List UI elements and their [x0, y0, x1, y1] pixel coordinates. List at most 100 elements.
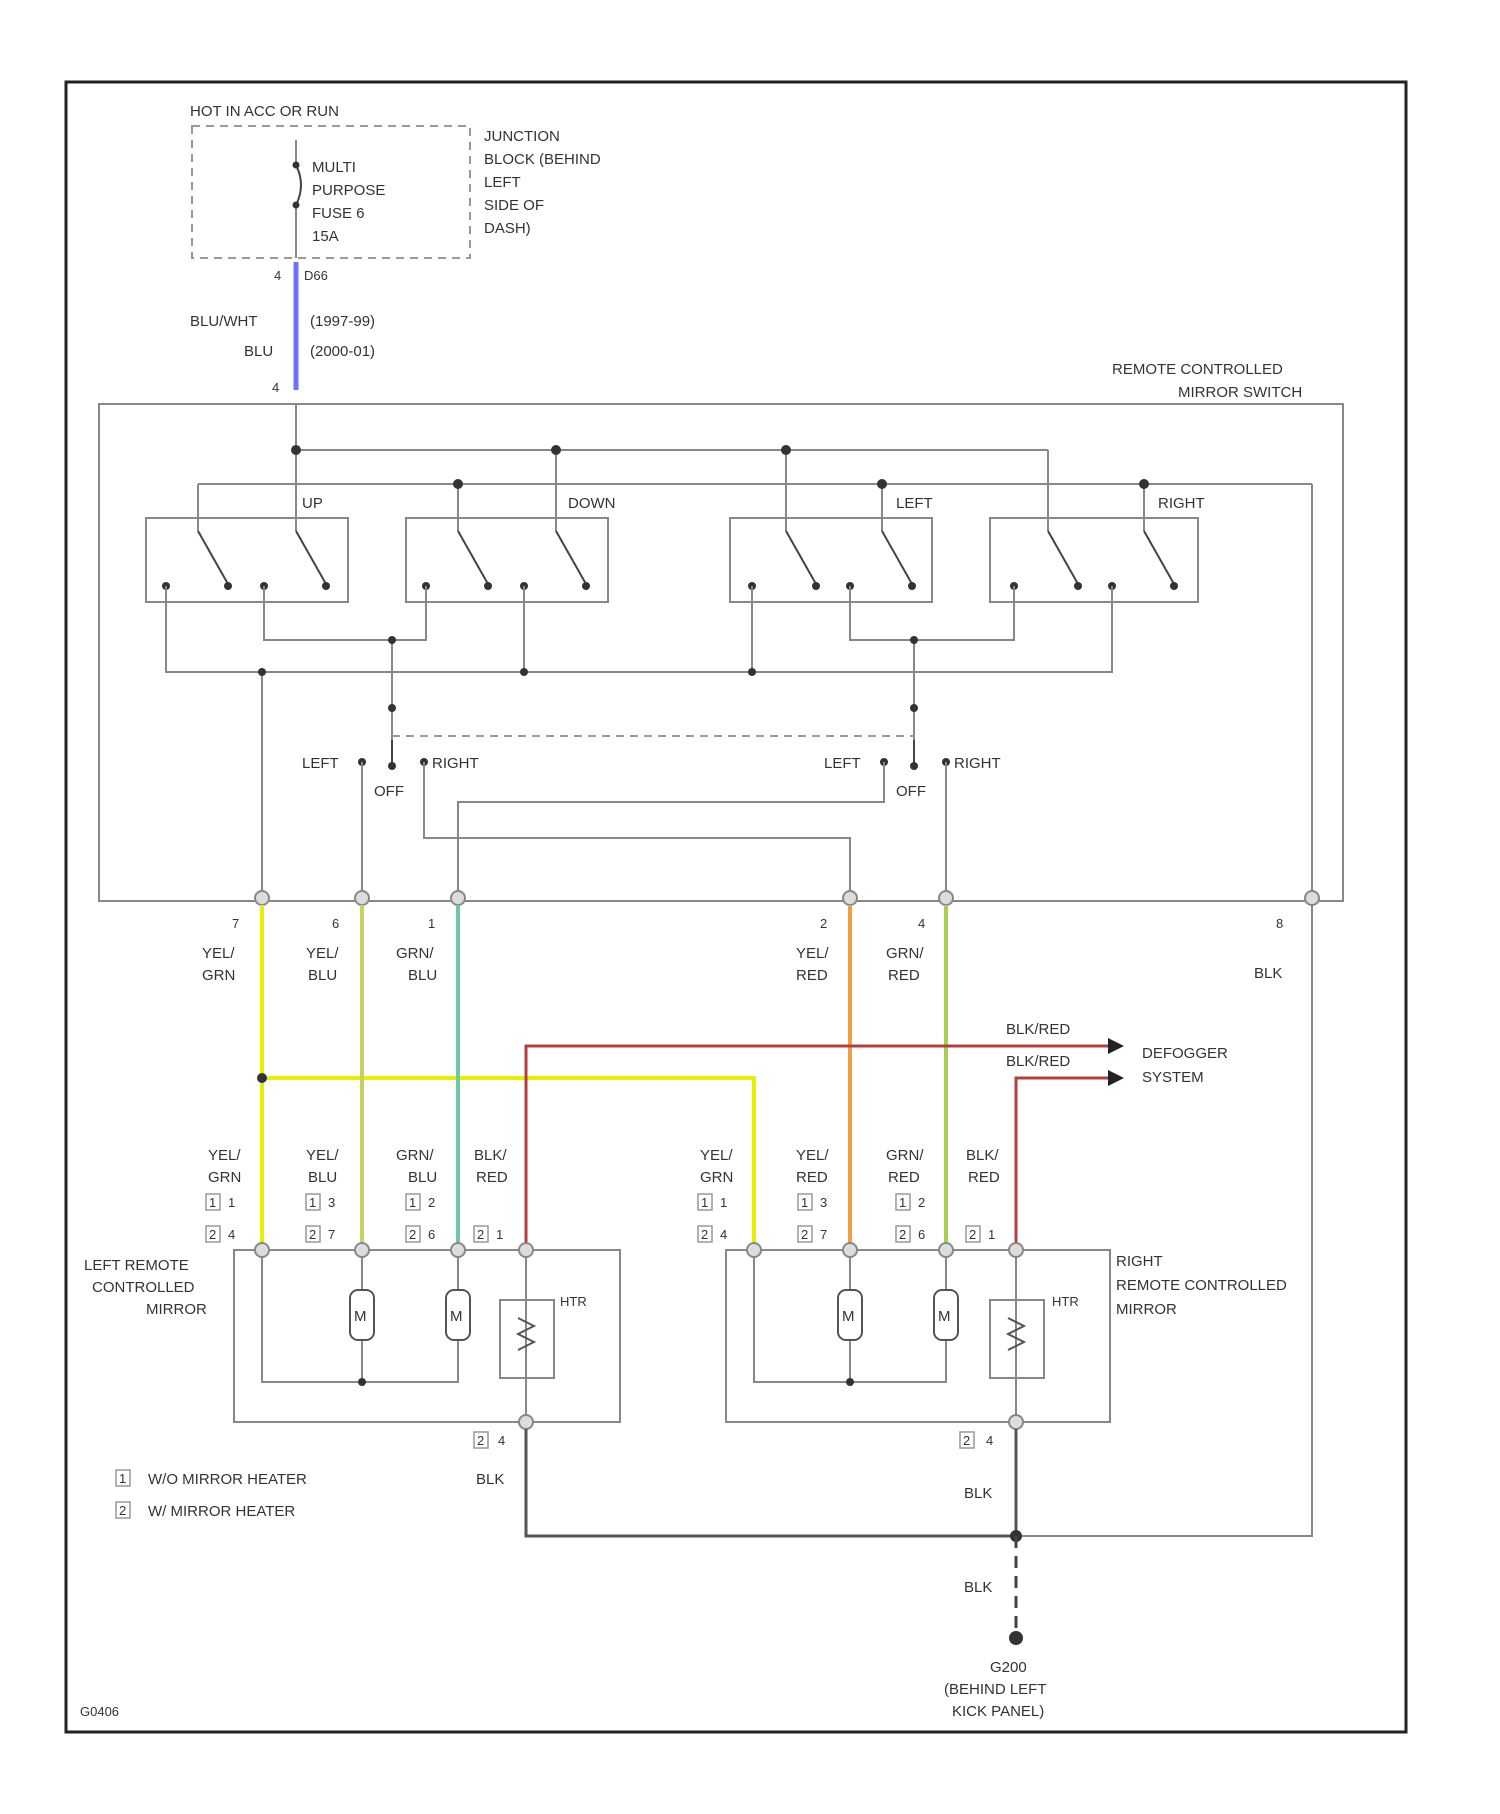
svg-text:1: 1	[496, 1227, 503, 1242]
svg-text:1: 1	[209, 1195, 216, 1210]
svg-text:FUSE 6: FUSE 6	[312, 205, 365, 222]
svg-text:GRN/: GRN/	[886, 1147, 924, 1164]
svg-text:BLOCK (BEHIND: BLOCK (BEHIND	[484, 151, 601, 168]
svg-text:LEFT: LEFT	[302, 755, 339, 772]
svg-text:GRN/: GRN/	[396, 1147, 434, 1164]
svg-text:SYSTEM: SYSTEM	[1142, 1069, 1204, 1086]
svg-text:MIRROR SWITCH: MIRROR SWITCH	[1178, 384, 1302, 401]
svg-text:4: 4	[918, 916, 925, 931]
svg-text:1: 1	[309, 1195, 316, 1210]
left-mirror-title: LEFT REMOTE CONTROLLED MIRROR	[84, 1257, 207, 1318]
fuse-symbol	[293, 140, 302, 258]
svg-text:RED: RED	[888, 1169, 920, 1186]
diagram-id: G0406	[80, 1704, 119, 1719]
svg-text:2: 2	[119, 1503, 126, 1518]
fuse-pin-number: 4	[274, 268, 281, 283]
svg-text:2: 2	[969, 1227, 976, 1242]
svg-text:7: 7	[232, 916, 239, 931]
switch-right: RIGHT	[990, 495, 1205, 602]
left-mirror-ground: 2 4 BLK	[474, 1429, 1012, 1536]
svg-text:BLU/WHT: BLU/WHT	[190, 313, 258, 330]
right-mirror-unit: M M HTR	[726, 1243, 1110, 1429]
svg-text:2: 2	[963, 1433, 970, 1448]
svg-text:OFF: OFF	[374, 783, 404, 800]
svg-text:BLU: BLU	[308, 967, 337, 984]
svg-text:4: 4	[986, 1433, 993, 1448]
left-mirror-wire-labels: YEL/ GRN YEL/ BLU GRN/ BLU BLK/ RED	[208, 1147, 508, 1186]
svg-text:LEFT: LEFT	[896, 495, 933, 512]
legend: 1 W/O MIRROR HEATER 2 W/ MIRROR HEATER	[116, 1470, 307, 1520]
svg-text:BLU: BLU	[308, 1169, 337, 1186]
svg-text:SIDE OF: SIDE OF	[484, 197, 544, 214]
switch-common-bus	[198, 404, 1312, 896]
switch-ground-wire	[1012, 905, 1312, 1536]
svg-text:1: 1	[988, 1227, 995, 1242]
svg-text:GRN/: GRN/	[886, 945, 924, 962]
svg-text:(1997-99): (1997-99)	[310, 313, 375, 330]
svg-text:2: 2	[477, 1433, 484, 1448]
switch-pin-connectors: 7 6 1 2 4 8	[232, 891, 1319, 931]
svg-text:MIRROR: MIRROR	[1116, 1301, 1177, 1318]
svg-text:2: 2	[701, 1227, 708, 1242]
svg-text:4: 4	[720, 1227, 727, 1242]
svg-text:LEFT: LEFT	[484, 174, 521, 191]
fuse-pin-code: D66	[304, 268, 328, 283]
svg-text:2: 2	[309, 1227, 316, 1242]
svg-text:BLU: BLU	[408, 967, 437, 984]
fuse-label: MULTI PURPOSE FUSE 6 15A	[312, 159, 385, 245]
svg-text:RED: RED	[476, 1169, 508, 1186]
svg-text:RIGHT: RIGHT	[432, 755, 479, 772]
svg-text:6: 6	[428, 1227, 435, 1242]
right-mirror-ground: 2 4 BLK	[960, 1429, 1016, 1536]
svg-text:BLK: BLK	[964, 1485, 992, 1502]
svg-text:OFF: OFF	[896, 783, 926, 800]
power-wire-label: BLU/WHT (1997-99) BLU (2000-01)	[190, 313, 375, 360]
svg-text:1: 1	[899, 1195, 906, 1210]
svg-text:MIRROR: MIRROR	[146, 1301, 207, 1318]
svg-text:6: 6	[332, 916, 339, 931]
svg-text:3: 3	[328, 1195, 335, 1210]
svg-text:BLK: BLK	[1254, 965, 1282, 982]
svg-text:4: 4	[498, 1433, 505, 1448]
switch-down: DOWN	[406, 495, 616, 602]
right-mirror-pin-labels: 1 1 2 4 1 3 2 7 1 2 2 6 2 1	[698, 1194, 995, 1242]
svg-text:1: 1	[801, 1195, 808, 1210]
right-mirror-heater-label: HTR	[1052, 1294, 1079, 1309]
mirror-switch-outline	[99, 404, 1343, 901]
svg-text:RED: RED	[888, 967, 920, 984]
svg-text:15A: 15A	[312, 228, 339, 245]
svg-text:3: 3	[820, 1195, 827, 1210]
svg-text:RIGHT: RIGHT	[954, 755, 1001, 772]
svg-text:4: 4	[228, 1227, 235, 1242]
svg-text:W/ MIRROR HEATER: W/ MIRROR HEATER	[148, 1503, 295, 1520]
svg-text:RED: RED	[796, 1169, 828, 1186]
left-mirror-motor-1: M	[354, 1308, 367, 1325]
svg-text:YEL/: YEL/	[796, 945, 829, 962]
switch-input-pin: 4	[272, 380, 279, 395]
right-mirror-motor-2: M	[938, 1308, 951, 1325]
right-mirror-title: RIGHT REMOTE CONTROLLED MIRROR	[1116, 1253, 1287, 1318]
svg-text:BLK/RED: BLK/RED	[1006, 1053, 1070, 1070]
mirror-switch-title: REMOTE CONTROLLED MIRROR SWITCH	[1112, 361, 1302, 401]
svg-text:6: 6	[918, 1227, 925, 1242]
svg-text:RED: RED	[968, 1169, 1000, 1186]
svg-text:UP: UP	[302, 495, 323, 512]
svg-text:BLK: BLK	[964, 1579, 992, 1596]
svg-text:1: 1	[701, 1195, 708, 1210]
svg-text:YEL/: YEL/	[306, 945, 339, 962]
svg-text:YEL/: YEL/	[700, 1147, 733, 1164]
svg-text:7: 7	[820, 1227, 827, 1242]
left-mirror-heater-label: HTR	[560, 1294, 587, 1309]
svg-text:YEL/: YEL/	[208, 1147, 241, 1164]
svg-text:KICK PANEL): KICK PANEL)	[952, 1703, 1044, 1720]
svg-text:LEFT: LEFT	[824, 755, 861, 772]
svg-text:2: 2	[899, 1227, 906, 1242]
switch-wire-labels: YEL/ GRN YEL/ BLU GRN/ BLU YEL/ RED GRN/…	[202, 945, 1282, 984]
svg-text:(2000-01): (2000-01)	[310, 343, 375, 360]
switch-left: LEFT	[730, 495, 933, 602]
junction-block-label: JUNCTION BLOCK (BEHIND LEFT SIDE OF DASH…	[484, 128, 601, 237]
svg-text:GRN: GRN	[208, 1169, 241, 1186]
svg-text:CONTROLLED: CONTROLLED	[92, 1279, 195, 1296]
svg-text:2: 2	[209, 1227, 216, 1242]
svg-text:JUNCTION: JUNCTION	[484, 128, 560, 145]
